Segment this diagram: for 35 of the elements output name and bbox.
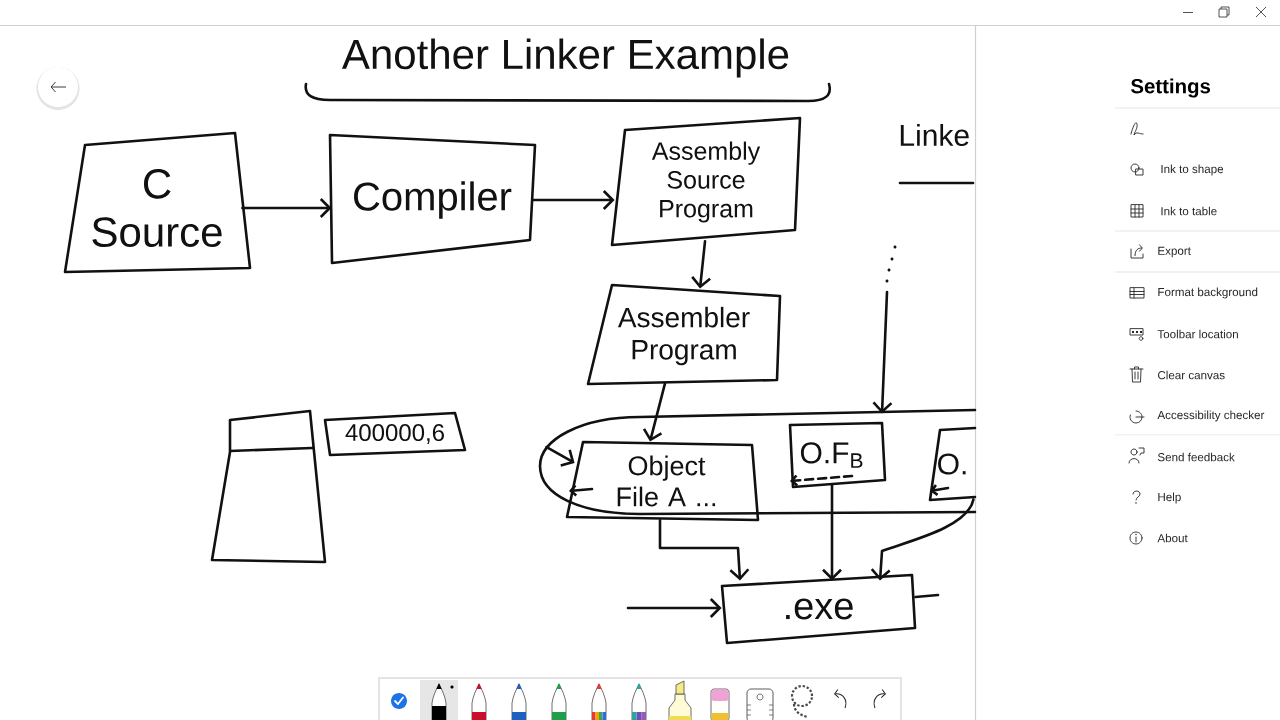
arrow bbox=[531, 190, 615, 210]
process-box: C Source bbox=[63, 131, 252, 274]
connector-line bbox=[914, 593, 940, 599]
process-box: Compiler bbox=[328, 133, 537, 265]
menu-item: Format background bbox=[1158, 287, 1258, 299]
arrow bbox=[822, 484, 842, 581]
output-box: .exe bbox=[720, 573, 917, 645]
arrow bbox=[626, 598, 722, 618]
menu-item: Toolbar location bbox=[1157, 329, 1238, 339]
arrow bbox=[691, 240, 711, 289]
menu-item: Help bbox=[1158, 492, 1181, 504]
arrow bbox=[241, 198, 332, 218]
arrow bbox=[642, 382, 667, 442]
group-outline bbox=[538, 408, 977, 516]
menu-item: Clear canvas bbox=[1158, 370, 1225, 380]
menu-item: Ink to shape bbox=[1161, 164, 1224, 176]
file-box: Object File A ... bbox=[565, 440, 760, 522]
value-box: 400000,6 bbox=[323, 411, 467, 457]
memory-box bbox=[210, 409, 327, 564]
menu-item: Export bbox=[1158, 246, 1191, 258]
menu-item: About bbox=[1157, 533, 1188, 543]
arrow bbox=[545, 445, 575, 467]
file-box: O. bbox=[928, 426, 977, 502]
panel-heading: Settings bbox=[1131, 78, 1211, 98]
title: Another Linker Example bbox=[342, 38, 789, 78]
arrow bbox=[870, 498, 975, 581]
menu-item: Send feedback bbox=[1157, 452, 1235, 462]
arrow bbox=[658, 519, 750, 581]
menu-item: Ink to table bbox=[1161, 206, 1217, 216]
handwritten-label: Linke bbox=[900, 124, 969, 146]
file-box: O.F$_{B}$ bbox=[788, 421, 887, 489]
process-box: Assembly Source Program bbox=[610, 116, 802, 247]
process-box: Assembler Program bbox=[586, 283, 782, 386]
arrow bbox=[872, 290, 893, 414]
menu-item: Accessibility checker bbox=[1157, 410, 1265, 422]
